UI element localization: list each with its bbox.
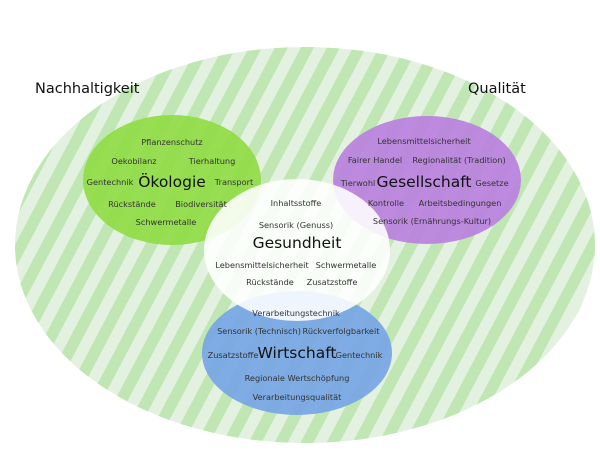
wirtschaft-item: Regionale Wertschöpfung (245, 373, 350, 383)
stripe (15, 47, 157, 443)
gesellschaft-item: Lebensmittelsicherheit (377, 136, 471, 146)
circle-wirtschaft (202, 291, 392, 415)
stripe (450, 47, 595, 443)
gesundheit-item: Zusatzstoffe (307, 277, 358, 287)
gesellschaft-item: Tierwohl (340, 178, 376, 188)
oekologie-item: Gentechnik (87, 177, 134, 187)
wirtschaft-item: Verarbeitungsqualität (253, 392, 342, 402)
gesellschaft-item: Arbeitsbedingungen (419, 198, 502, 208)
gesundheit-item: Rückstände (246, 277, 294, 287)
gesellschaft-item: Fairer Handel (348, 155, 402, 165)
gesellschaft-title: Gesellschaft (377, 173, 472, 191)
oekologie-item: Oekobilanz (111, 156, 156, 166)
oekologie-item: Pflanzenschutz (141, 137, 202, 147)
gesellschaft-item: Sensorik (Ernährungs-Kultur) (373, 216, 491, 226)
wirtschaft-title: Wirtschaft (258, 344, 337, 362)
label-qualitaet: Qualität (468, 81, 526, 97)
stripe (15, 47, 183, 443)
wirtschaft-item: Gentechnik (336, 350, 383, 360)
gesundheit-item: Inhaltsstoffe (271, 198, 322, 208)
wirtschaft-item: Sensorik (Technisch) (217, 326, 301, 336)
circle-gesundheit (204, 179, 390, 321)
circle-gesellschaft (333, 116, 521, 244)
oekologie-title: Ökologie (138, 172, 206, 191)
wirtschaft-item: Verarbeitungstechnik (252, 308, 340, 318)
circle-oekologie (83, 115, 261, 245)
wirtschaft-item: Zusatzstoffe (208, 350, 259, 360)
wirtschaft-item: Rückverfolgbarkeit (303, 326, 381, 336)
oekologie-item: Transport (214, 177, 254, 187)
label-nachhaltigkeit: Nachhaltigkeit (35, 81, 140, 97)
stripe (0, 0, 1, 455)
oekologie-item: Tierhaltung (188, 156, 236, 166)
gesellschaft-item: Gesetze (475, 178, 508, 188)
stripe (424, 47, 595, 443)
oekologie-item: Biodiversität (175, 199, 227, 209)
oekologie-item: Rückstände (108, 199, 156, 209)
gesellschaft-item: Kontrolle (368, 198, 404, 208)
gesundheit-item: Lebensmittelsicherheit (215, 260, 309, 270)
stripe (476, 47, 595, 443)
gesundheit-item: Schwermetalle (316, 260, 377, 270)
gesellschaft-item: Regionalität (Tradition) (412, 155, 505, 165)
oekologie-item: Schwermetalle (136, 217, 197, 227)
gesundheit-title: Gesundheit (253, 234, 342, 252)
gesundheit-item: Sensorik (Genuss) (259, 220, 333, 230)
